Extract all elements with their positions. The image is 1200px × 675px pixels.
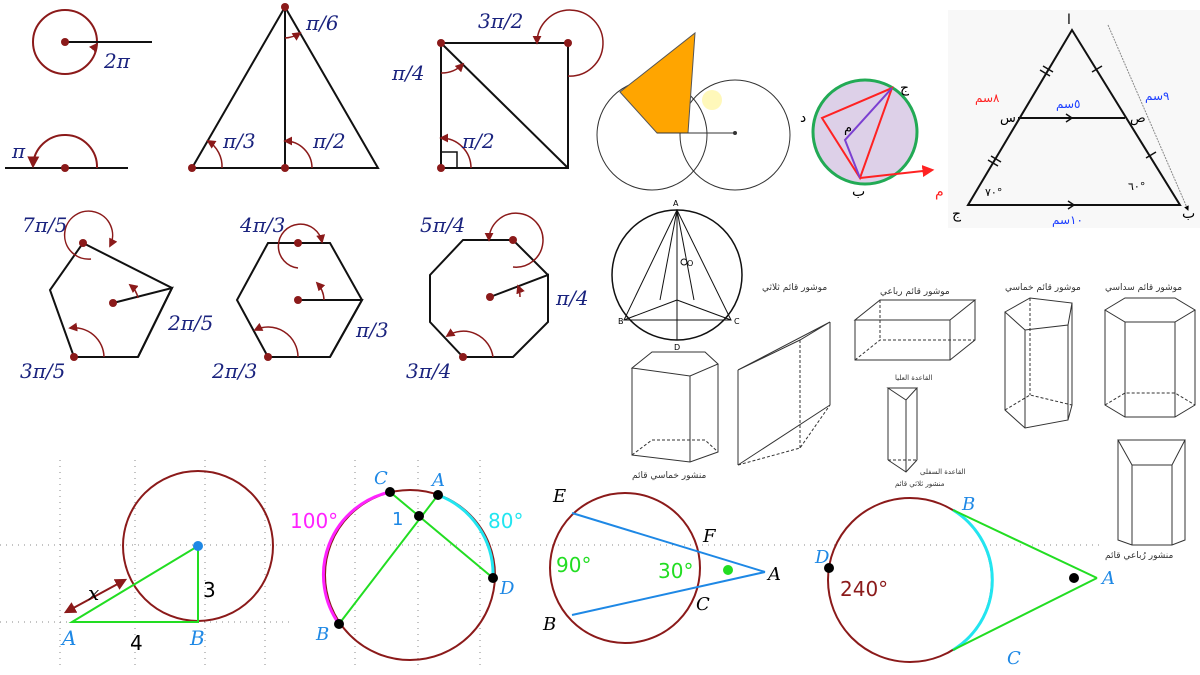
tri-side-label: ٩سم — [1145, 89, 1170, 103]
label-pi-4: π/4 — [391, 61, 425, 85]
label-f: F — [702, 526, 717, 547]
label-e: E — [552, 486, 566, 507]
pentagon-figure: 7π/5 2π/5 3π/5 — [20, 210, 213, 383]
prism-captions: موشور قائم ثلاثي موشور قائم رباعي موشور … — [632, 283, 1182, 561]
arabic-triangle-figure: ا ج ب س ص ٥سم ١٠سم ٩سم ٨سم ٧٠° ٦٠° — [948, 10, 1200, 228]
label-3pi-5: 3π/5 — [20, 359, 65, 383]
octagon-figure: 5π/4 π/4 3π/4 — [406, 212, 589, 383]
tri-len-mid: ٥سم — [1056, 97, 1081, 111]
label-b2: B — [542, 614, 556, 635]
prisms-group — [630, 297, 1196, 546]
tri-vertex-j: ج — [952, 206, 962, 222]
label-pi-2: π/2 — [312, 129, 346, 153]
label-arc-100: 100° — [290, 509, 338, 533]
secant-problem: E F B C A 90° 30° — [542, 486, 781, 644]
label-pi: π — [11, 139, 26, 163]
label-x: x — [88, 581, 99, 605]
prism-hex — [1104, 297, 1196, 418]
inscribed-circle-figure: ج د م ب م — [800, 78, 944, 200]
circle-letter-c: C — [734, 317, 740, 326]
caption-tri-bottom: القاعدة السفلى — [920, 468, 966, 476]
full-turn-figure: 2π — [32, 9, 152, 75]
tri-red-label: ٨سم — [975, 91, 1000, 105]
prism-rect — [853, 299, 977, 361]
prism-small-tri — [886, 387, 919, 473]
label-b: B — [315, 624, 329, 645]
hexagon-figure: 4π/3 π/3 2π/3 — [211, 213, 389, 383]
tri-mid-sad: ص — [1130, 111, 1146, 126]
caption-hex: موشور قائم سداسي — [1105, 283, 1182, 293]
label-a: A — [430, 470, 445, 491]
label-pi-3b: π/3 — [355, 318, 389, 342]
tri-angle-left: ٧٠° — [985, 186, 1002, 199]
tri-mid-s: س — [1000, 111, 1016, 126]
prism-pent — [1004, 297, 1073, 429]
circle-letter-o: O — [687, 259, 693, 268]
caption-pent-bottom: منشور خماسي قائم — [632, 471, 707, 481]
label-arc-90: 90° — [556, 553, 591, 577]
tangents-problem: B C D A 240° — [814, 494, 1115, 669]
label-c2: C — [696, 594, 710, 615]
label-radius-3: 3 — [203, 578, 216, 602]
label-4pi-3: 4π/3 — [239, 213, 285, 237]
circle-abc-figure: A B C D O — [611, 199, 743, 352]
two-circles-figure — [596, 31, 791, 191]
label-ab-4: 4 — [130, 631, 143, 655]
label-pi-2b: π/2 — [461, 129, 495, 153]
straight-angle-figure: π — [5, 134, 128, 172]
caption-rect: موشور قائم رباعي — [880, 287, 950, 297]
label-c3: C — [1007, 648, 1021, 669]
prism-triangular — [737, 321, 831, 466]
label-7pi-5: 7π/5 — [22, 213, 67, 237]
label-3pi-4: 3π/4 — [406, 359, 451, 383]
label-b3: B — [961, 494, 975, 515]
triangle-figure: π/6 π/3 π/2 — [188, 3, 380, 172]
chord-problem: 100° 80° 1 C A D B — [290, 468, 523, 661]
label-2pi-5: 2π/5 — [167, 311, 213, 335]
tri-len-base: ١٠سم — [1052, 213, 1083, 227]
label-pi-4b: π/4 — [555, 286, 589, 310]
label-3pi-2: 3π/2 — [478, 9, 523, 33]
tri-angle-right: ٦٠° — [1128, 180, 1145, 193]
circle-letter-b: B — [618, 317, 624, 326]
label-a2: A — [766, 564, 781, 585]
prism-quad-bottom — [1117, 439, 1186, 546]
caption-tri: موشور قائم ثلاثي — [762, 283, 827, 293]
label-2pi-3: 2π/3 — [211, 359, 257, 383]
circle-letter-a: A — [673, 199, 679, 208]
prism-pent-bottom — [630, 351, 719, 463]
square-figure: 3π/2 π/4 π/2 — [391, 9, 604, 172]
label-2pi: 2π — [103, 49, 131, 73]
tri-vertex-b: ب — [1182, 206, 1195, 222]
circ-label-d: د — [800, 110, 806, 126]
label-angle-1: 1 — [392, 509, 403, 530]
label-arc-240: 240° — [840, 577, 888, 601]
circ-label-m2: م — [935, 184, 944, 200]
caption-tri-small: منشور ثلاثي قائم — [895, 480, 945, 488]
circ-label-b: ب — [852, 184, 865, 200]
tri-vertex-a: ا — [1067, 12, 1071, 28]
label-d3: D — [814, 547, 830, 568]
label-c: C — [374, 468, 388, 489]
label-5pi-4: 5π/4 — [420, 213, 465, 237]
tangent-problem: x 3 4 A B — [60, 470, 274, 655]
caption-pent: موشور قائم خماسي — [1005, 283, 1081, 293]
label-d: D — [499, 578, 515, 599]
circ-label-j: ج — [900, 80, 910, 96]
label-point-a: A — [60, 626, 76, 650]
circle-letter-d: D — [674, 343, 680, 352]
caption-quad-bottom: منشور رُباعي قائم — [1105, 551, 1173, 561]
caption-tri-top: القاعدة العليا — [895, 374, 933, 382]
label-pi-6: π/6 — [305, 11, 339, 35]
label-a3: A — [1100, 568, 1115, 589]
label-arc-80: 80° — [488, 509, 523, 533]
label-pi-3: π/3 — [222, 129, 256, 153]
circ-label-m: م — [844, 121, 852, 136]
label-point-b: B — [189, 626, 205, 650]
label-arc-30: 30° — [658, 559, 693, 583]
